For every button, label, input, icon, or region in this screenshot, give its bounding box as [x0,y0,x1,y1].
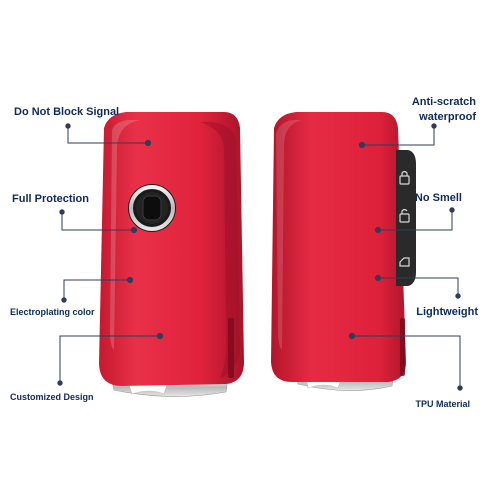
trunk-icon [399,257,410,267]
feature-anti-scratch-line1: Anti-scratch [411,96,476,108]
lock-icon [399,170,410,185]
feature-full-protection: Full Protection [12,193,89,205]
back-key-case [271,112,416,391]
feature-no-smell: No Smell [414,192,462,204]
front-key-case [99,112,244,397]
feature-do-not-block-signal: Do Not Block Signal [14,106,120,118]
feature-electroplating-color: Electroplating color [10,307,95,317]
unlock-icon [399,208,410,223]
leader-lines [57,123,463,391]
feature-tpu-material: TPU Material [415,399,470,409]
feature-anti-scratch-line2: waterproof [419,111,476,123]
start-button-ring [128,184,176,232]
feature-lightweight: Lightweight [416,306,478,318]
feature-customized-design: Customized Design [10,392,94,402]
button-panel [396,150,416,286]
feature-anti-scratch-waterproof: Anti-scratch waterproof [412,95,476,125]
